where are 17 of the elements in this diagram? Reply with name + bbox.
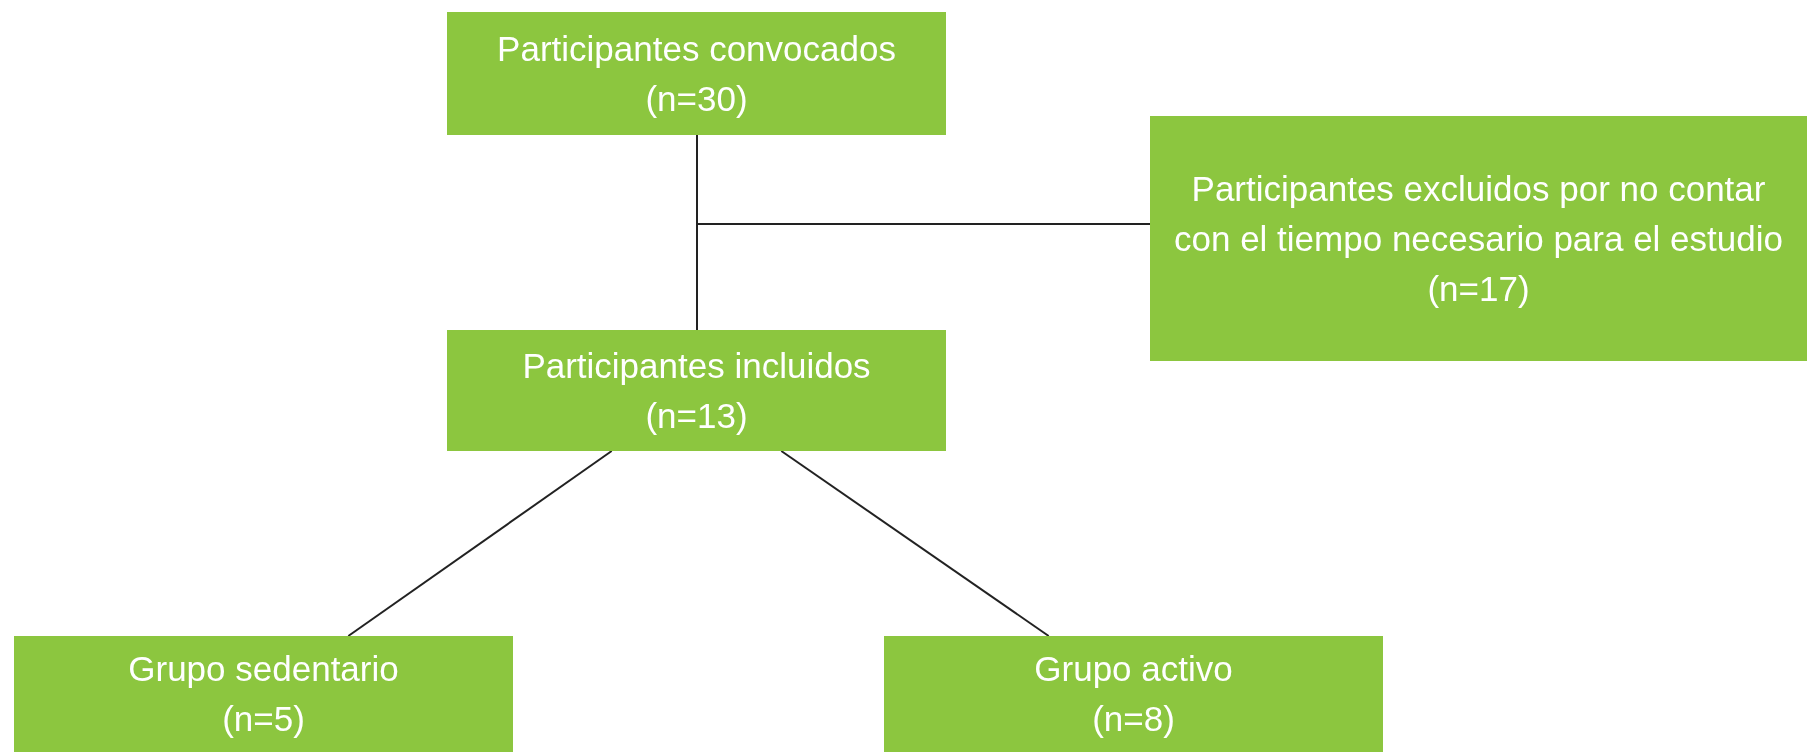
box-text: Grupo sedentario — [128, 648, 399, 690]
process-box — [14, 636, 513, 752]
box-text: Participantes incluidos — [522, 344, 871, 387]
process-box — [447, 330, 946, 451]
box-text: (n=30) — [645, 77, 748, 120]
process-box — [884, 636, 1383, 752]
process-box — [1150, 116, 1807, 361]
box-text: (n=5) — [222, 698, 305, 740]
box-text: (n=17) — [1427, 267, 1530, 310]
box-text: (n=8) — [1092, 698, 1175, 740]
process-box — [447, 12, 946, 135]
box-text: (n=13) — [645, 394, 748, 437]
box-text: Participantes excluidos por no contar con el tiempo necesario para el estudio — [1173, 167, 1784, 260]
connector-line — [780, 450, 1050, 637]
box-text: Grupo activo — [1034, 648, 1233, 690]
connector-line — [347, 450, 613, 637]
box-text: Participantes convocados — [497, 27, 896, 70]
